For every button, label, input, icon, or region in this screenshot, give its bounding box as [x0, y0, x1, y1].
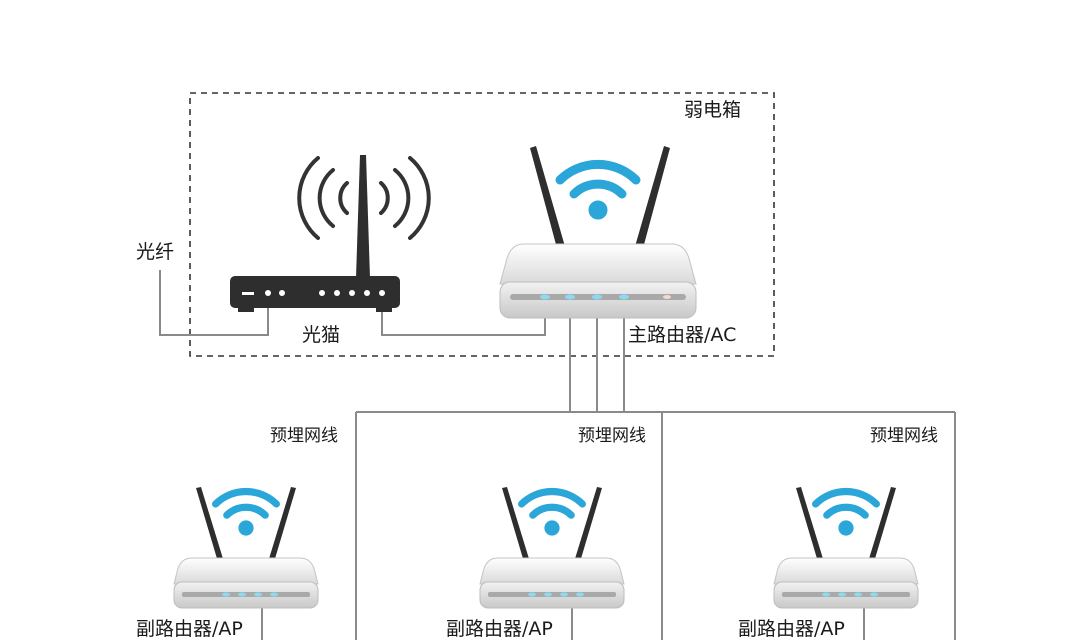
- signal-waves-icon: [297, 156, 431, 240]
- fiber-label: 光纤: [136, 241, 175, 263]
- main-router-label: 主路由器/AC: [628, 324, 737, 346]
- modem-body: [230, 276, 400, 308]
- embedded-cable-label-1: 预埋网线: [270, 426, 338, 446]
- wifi-icon: [560, 164, 636, 219]
- optical-modem: [230, 155, 431, 312]
- sub-router-label-2: 副路由器/AP: [446, 618, 553, 640]
- wifi-icon: [216, 491, 277, 535]
- sub-router-2: [479, 487, 625, 609]
- main-router-antenna-right: [634, 146, 670, 252]
- wifi-icon: [522, 491, 583, 535]
- sub-router-1: [173, 487, 319, 609]
- embedded-cable-label-3: 预埋网线: [870, 426, 938, 446]
- sub-router-label-1: 副路由器/AP: [136, 618, 243, 640]
- sub-router-3: [773, 487, 919, 609]
- sub-router-label-3: 副路由器/AP: [738, 618, 845, 640]
- main-router: [499, 146, 697, 319]
- main-router-leds: [540, 294, 671, 300]
- modem-label: 光猫: [302, 324, 341, 346]
- wifi-icon: [816, 491, 877, 535]
- main-router-top: [499, 243, 697, 285]
- embedded-cable-label-2: 预埋网线: [578, 426, 646, 446]
- weak-current-box: [189, 92, 775, 357]
- modem-leds: [242, 290, 385, 296]
- fiber-line: [159, 270, 269, 336]
- weak-current-box-label: 弱电箱: [684, 99, 742, 121]
- modem-antenna: [356, 155, 370, 278]
- main-router-antenna-left: [530, 146, 566, 252]
